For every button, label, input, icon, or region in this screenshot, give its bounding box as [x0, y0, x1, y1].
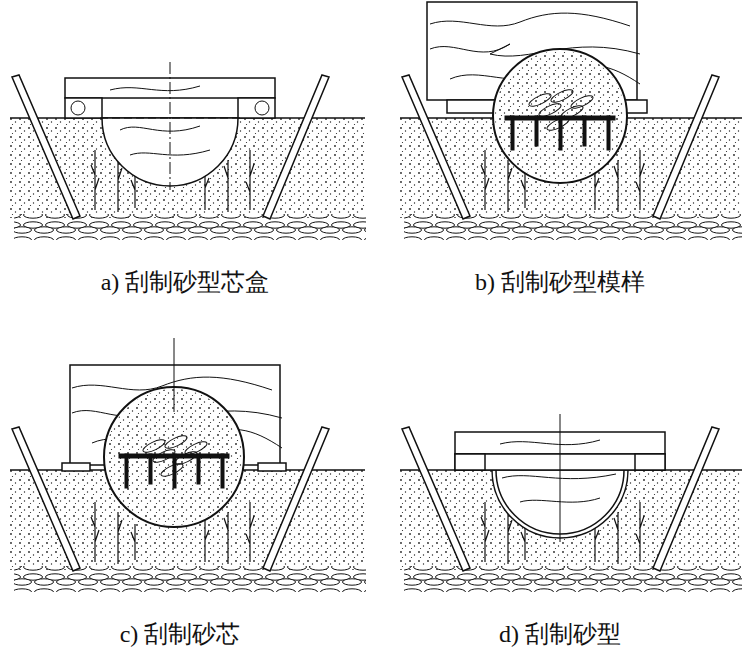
panel-caption: d) 刮制砂型	[499, 620, 621, 649]
panel-caption: a) 刮制砂型芯盒	[101, 268, 270, 297]
panel-caption: c) 刮制砂芯	[120, 620, 241, 649]
panel-caption: b) 刮制砂型模样	[475, 268, 645, 297]
